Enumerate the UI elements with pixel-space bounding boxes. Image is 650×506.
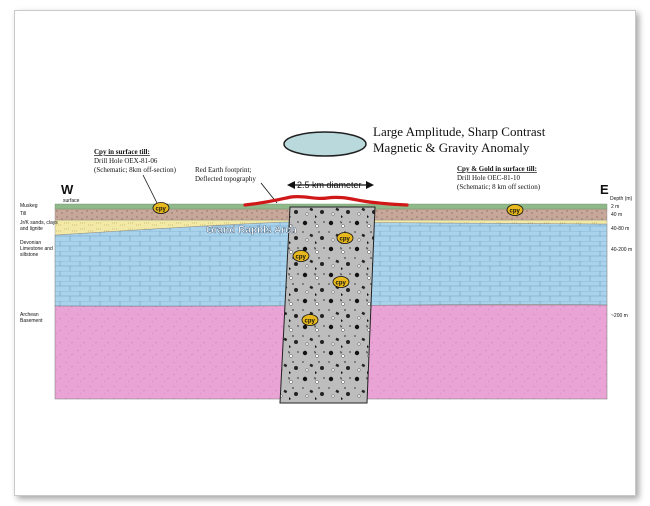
- kimberlite-pipe: [279, 206, 376, 404]
- right-callout-line1: Drill Hole OEC-81-10: [457, 174, 520, 182]
- depth-header: Depth (m): [610, 196, 633, 202]
- layer-label-sands-1: Jr/K sands, clays: [20, 220, 58, 226]
- svg-text:cpy: cpy: [296, 255, 307, 261]
- svg-text:cpy: cpy: [510, 209, 521, 215]
- west-label: W: [61, 182, 74, 197]
- sands-layer: [54, 219, 608, 236]
- layer-label-basement-2: Basement: [20, 318, 43, 324]
- right-callout-title: Cpy & Gold in surface till:: [457, 165, 537, 173]
- cpy-tag-pipe-4: cpy: [301, 314, 319, 326]
- layer-label-till: Till: [20, 211, 26, 217]
- svg-text:cpy: cpy: [156, 207, 167, 213]
- left-callout-line1: Drill Hole OEX-81-06: [94, 157, 158, 165]
- cpy-tag-pipe-1: cpy: [336, 232, 354, 244]
- cpy-tag-pipe-3: cpy: [332, 276, 350, 288]
- layer-label-devonian-2: Limestone and: [20, 246, 53, 252]
- diameter-arrowhead-left: [287, 181, 295, 189]
- diameter-arrowhead-right: [366, 181, 374, 189]
- ree-footprint: [243, 194, 409, 207]
- svg-text:cpy: cpy: [336, 281, 347, 287]
- depth-devonian: 40-200 m: [611, 247, 632, 253]
- diameter-label: 2.5 km diameter: [297, 180, 362, 190]
- anomaly-title-line1: Large Amplitude, Sharp Contrast: [373, 124, 546, 139]
- surface-label: surface: [63, 198, 80, 204]
- east-label: E: [600, 182, 609, 197]
- layer-label-devonian-1: Devonian: [20, 240, 41, 246]
- arch-label: Grand Rapids Arch: [206, 225, 297, 236]
- depth-sands: 40-80 m: [611, 226, 629, 232]
- left-callout-line2: (Schematic; 8km off-section): [94, 166, 177, 174]
- left-callout-leader: [142, 174, 158, 204]
- cpy-tag-right-till: cpy: [506, 204, 524, 216]
- anomaly-title-line2: Magnetic & Gravity Anomaly: [373, 140, 530, 155]
- depth-till: 40 m: [611, 212, 622, 218]
- depth-muskeg: 2 m: [611, 204, 619, 210]
- svg-text:cpy: cpy: [305, 319, 316, 325]
- cpy-tag-pipe-2: cpy: [292, 250, 310, 262]
- svg-text:cpy: cpy: [340, 237, 351, 243]
- layer-label-devonian-3: siltstone: [20, 252, 39, 258]
- geological-cross-section: Large Amplitude, Sharp Contrast Magnetic…: [20, 124, 633, 404]
- cpy-tag-left-till: cpy: [152, 202, 170, 214]
- anomaly-ellipse: [283, 131, 367, 157]
- left-callout-title: Cpy in surface till:: [94, 148, 150, 156]
- ree-label-line1: Red Earth footprint;: [195, 166, 251, 174]
- layer-label-basement-1: Archean: [20, 312, 39, 318]
- figure-page: Large Amplitude, Sharp Contrast Magnetic…: [14, 10, 636, 496]
- right-callout-line2: (Schematic; 8 km off section): [457, 183, 541, 191]
- ree-label-line2: Deflected topography: [195, 175, 256, 183]
- layer-label-muskeg: Muskeg: [20, 203, 38, 209]
- layer-label-sands-2: and lignite: [20, 226, 43, 232]
- depth-basement: ~200 m: [611, 313, 628, 319]
